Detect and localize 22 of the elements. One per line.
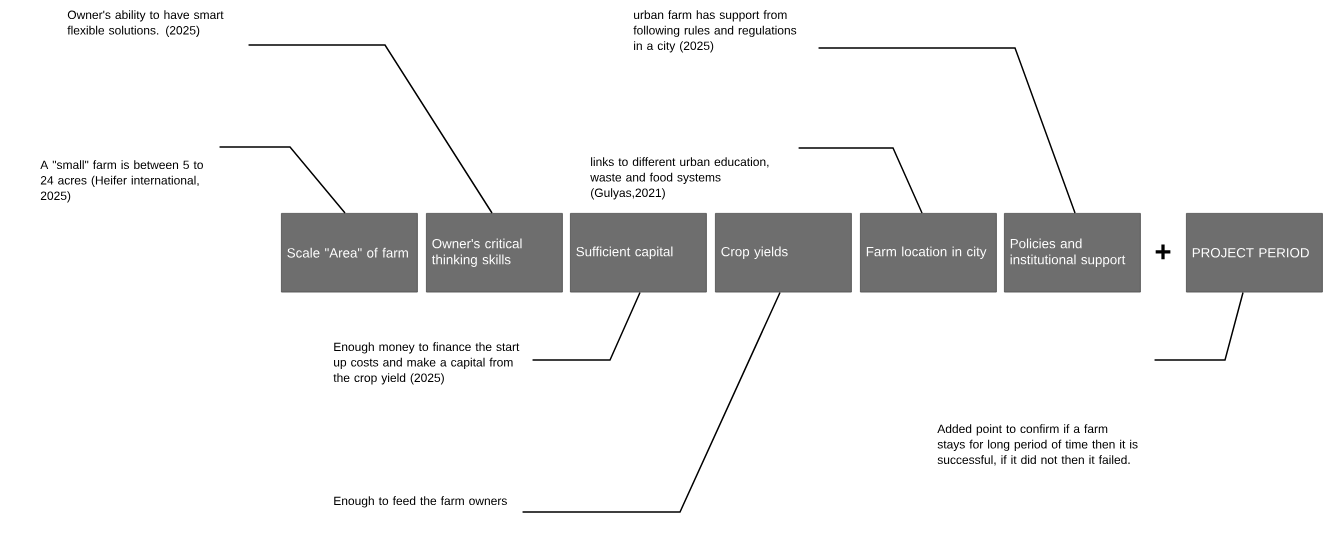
factor-box: Scale "Area" of farm (281, 213, 418, 293)
annotation-text: A "small" farm is between 5 to 24 acres (Heifer international, 2025) (40, 160, 203, 203)
leader-line (817, 47, 1076, 214)
factor-box: Farm location in city (860, 213, 997, 293)
factor-box: Crop yields (715, 213, 852, 293)
leader-line (521, 291, 781, 513)
plus-sign: + (1155, 244, 1171, 260)
factor-box: Owner's critical thinking skills (426, 213, 563, 293)
annotation-text: urban farm has support from following rules and regulations in a city (2025) (633, 10, 797, 53)
annotation-text: links to different urban education, waste and food systems (Gulyas,2021) (590, 157, 769, 200)
annotation-text: Enough to feed the farm owners (334, 496, 507, 508)
leader-line (1153, 291, 1244, 361)
annotation-text: Owner's ability to have smart flexible solutions. (2025) (67, 10, 224, 37)
factor-box: Sufficient capital (570, 213, 707, 293)
leader-line (797, 147, 923, 214)
factor-box: PROJECT PERIOD (1186, 213, 1323, 293)
leader-line (218, 146, 346, 214)
leader-line (531, 291, 641, 361)
leader-line (247, 44, 493, 214)
factor-box: Policies and institutional support (1004, 213, 1141, 293)
annotation-text: Added point to confirm if a farm stays for long period of time then it is successful, if it did not then it failed. (937, 424, 1138, 466)
annotation-text: Enough money to finance the start up costs and make a capital from the crop yield (2025) (333, 342, 520, 385)
